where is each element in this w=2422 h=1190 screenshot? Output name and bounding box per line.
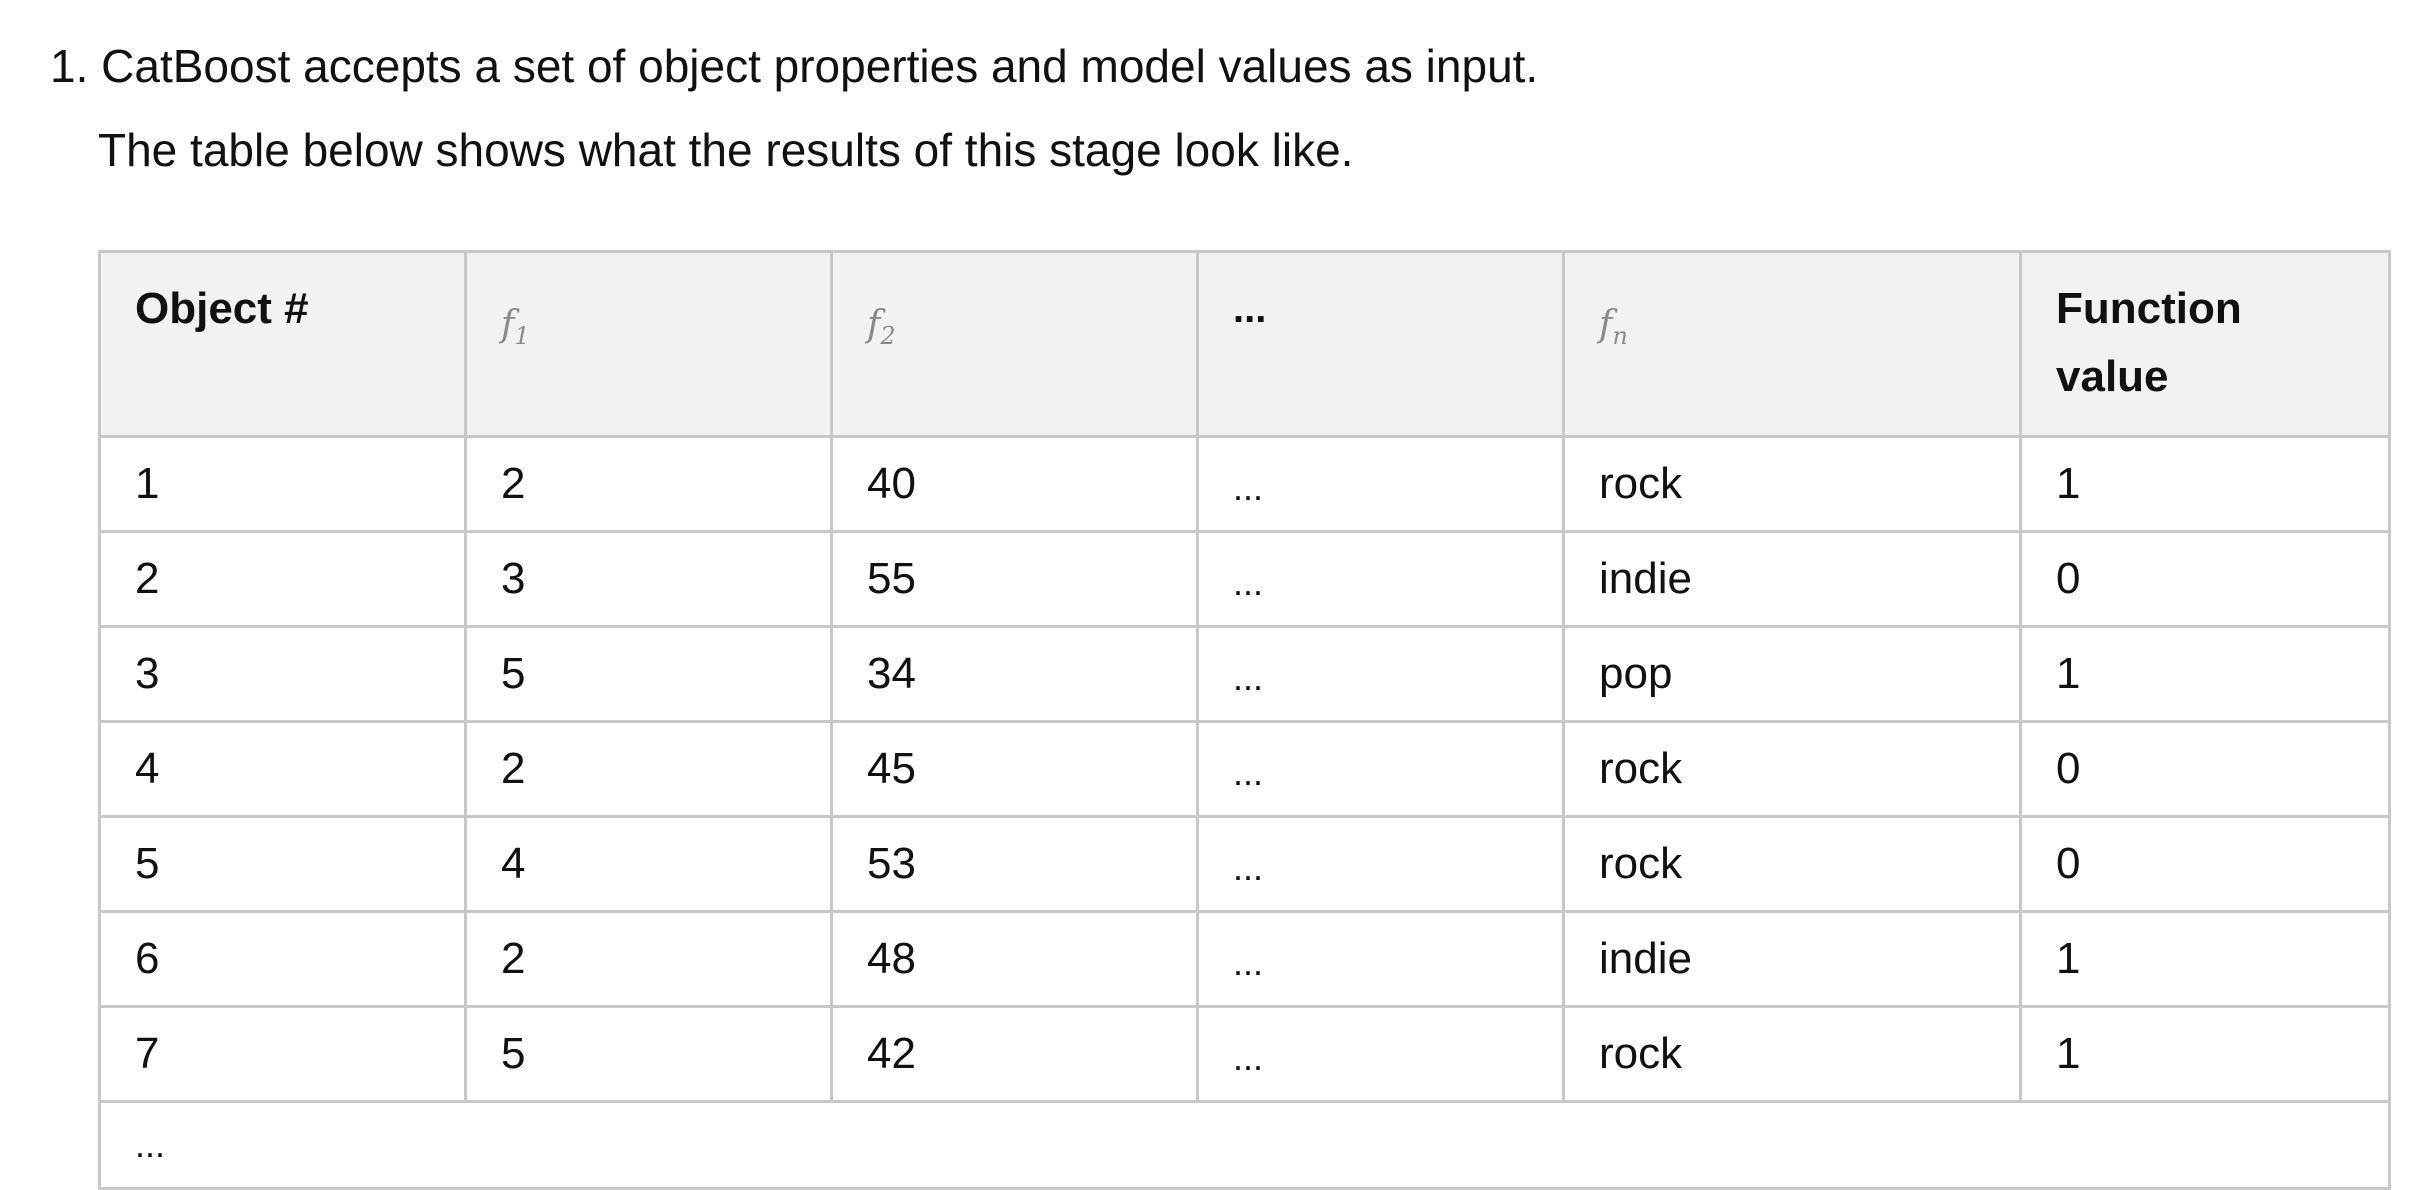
table-header: Object # f1 f2 ... fn Function value bbox=[98, 250, 2391, 438]
cell-f2: 45 bbox=[830, 720, 1199, 818]
cell-function-value: 0 bbox=[2019, 720, 2391, 818]
cell-f1: 2 bbox=[464, 435, 833, 533]
cell-ellipsis: ... bbox=[1196, 1005, 1565, 1103]
cell-f1: 5 bbox=[464, 1005, 833, 1103]
cell-fn: rock bbox=[1562, 720, 2022, 818]
table-row: 6 2 48 ... indie 1 bbox=[98, 910, 2391, 1008]
cell-function-value: 0 bbox=[2019, 815, 2391, 913]
list-item-text: CatBoost accepts a set of object propert… bbox=[101, 40, 1539, 92]
header-feature-2: f2 bbox=[830, 250, 1199, 438]
cell-ellipsis: ... bbox=[1196, 530, 1565, 628]
header-ellipsis: ... bbox=[1196, 250, 1565, 438]
cell-ellipsis: ... bbox=[1196, 815, 1565, 913]
cell-object: 4 bbox=[98, 720, 467, 818]
table-row: 7 5 42 ... rock 1 bbox=[98, 1005, 2391, 1103]
table-row: 2 3 55 ... indie 0 bbox=[98, 530, 2391, 628]
table-row: 3 5 34 ... pop 1 bbox=[98, 625, 2391, 723]
header-feature-n-sub: n bbox=[1612, 322, 1628, 351]
header-feature-1-sub: 1 bbox=[514, 322, 530, 351]
table-row-ellipsis: ... bbox=[98, 1100, 2391, 1190]
header-function-value: Function value bbox=[2019, 250, 2391, 438]
cell-f2: 48 bbox=[830, 910, 1199, 1008]
table-row: 4 2 45 ... rock 0 bbox=[98, 720, 2391, 818]
cell-fn: rock bbox=[1562, 815, 2022, 913]
table-header-row: Object # f1 f2 ... fn Function value bbox=[98, 250, 2391, 438]
cell-object: 2 bbox=[98, 530, 467, 628]
header-feature-n-base: f bbox=[1599, 304, 1613, 345]
header-feature-1: f1 bbox=[464, 250, 833, 438]
cell-f1: 2 bbox=[464, 910, 833, 1008]
cell-ellipsis-row: ... bbox=[98, 1100, 2391, 1190]
table-description: The table below shows what the results o… bbox=[98, 124, 1354, 176]
header-feature-2-sub: 2 bbox=[880, 322, 896, 351]
cell-fn: indie bbox=[1562, 530, 2022, 628]
cell-f1: 5 bbox=[464, 625, 833, 723]
header-feature-n: fn bbox=[1562, 250, 2022, 438]
data-table: Object # f1 f2 ... fn Function value 1 2… bbox=[98, 250, 2391, 1190]
cell-f2: 34 bbox=[830, 625, 1199, 723]
cell-function-value: 1 bbox=[2019, 435, 2391, 533]
cell-function-value: 1 bbox=[2019, 910, 2391, 1008]
cell-f1: 3 bbox=[464, 530, 833, 628]
cell-f1: 4 bbox=[464, 815, 833, 913]
cell-object: 3 bbox=[98, 625, 467, 723]
list-item-intro: 1. CatBoost accepts a set of object prop… bbox=[50, 34, 1538, 98]
cell-ellipsis: ... bbox=[1196, 435, 1565, 533]
cell-object: 6 bbox=[98, 910, 467, 1008]
cell-object: 1 bbox=[98, 435, 467, 533]
list-item-number: 1. bbox=[50, 40, 89, 92]
cell-fn: rock bbox=[1562, 435, 2022, 533]
cell-function-value: 0 bbox=[2019, 530, 2391, 628]
cell-object: 5 bbox=[98, 815, 467, 913]
header-feature-2-base: f bbox=[867, 304, 881, 345]
header-object-number: Object # bbox=[98, 250, 467, 438]
header-feature-1-base: f bbox=[501, 304, 515, 345]
cell-fn: indie bbox=[1562, 910, 2022, 1008]
cell-f2: 53 bbox=[830, 815, 1199, 913]
cell-ellipsis: ... bbox=[1196, 910, 1565, 1008]
cell-function-value: 1 bbox=[2019, 1005, 2391, 1103]
cell-f2: 40 bbox=[830, 435, 1199, 533]
cell-f2: 42 bbox=[830, 1005, 1199, 1103]
cell-f1: 2 bbox=[464, 720, 833, 818]
table-row: 1 2 40 ... rock 1 bbox=[98, 435, 2391, 533]
cell-fn: pop bbox=[1562, 625, 2022, 723]
cell-ellipsis: ... bbox=[1196, 625, 1565, 723]
cell-f2: 55 bbox=[830, 530, 1199, 628]
cell-fn: rock bbox=[1562, 1005, 2022, 1103]
table-row: 5 4 53 ... rock 0 bbox=[98, 815, 2391, 913]
cell-function-value: 1 bbox=[2019, 625, 2391, 723]
cell-object: 7 bbox=[98, 1005, 467, 1103]
cell-ellipsis: ... bbox=[1196, 720, 1565, 818]
table-body: 1 2 40 ... rock 1 2 3 55 ... indie 0 3 5… bbox=[98, 435, 2391, 1190]
